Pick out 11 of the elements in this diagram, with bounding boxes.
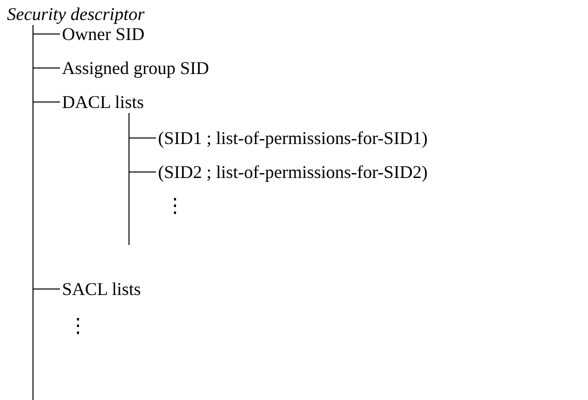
ellipsis-text: ⋮ (165, 195, 185, 217)
tree-item-text: SACL lists (60, 278, 143, 300)
tree-item-text: Owner SID (60, 23, 146, 45)
tree-connector (128, 112, 156, 246)
tree-item-text: Security descriptor (5, 3, 146, 25)
tree-item-text: DACL lists (60, 91, 146, 113)
ellipsis-text: ⋮ (68, 315, 88, 337)
tree-item-text: (SID1 ; list-of-permissions-for-SID1) (156, 127, 430, 149)
tree-connector (32, 24, 60, 400)
tree-item-text: (SID2 ; list-of-permissions-for-SID2) (156, 161, 430, 183)
tree-item-text: Assigned group SID (60, 57, 211, 79)
